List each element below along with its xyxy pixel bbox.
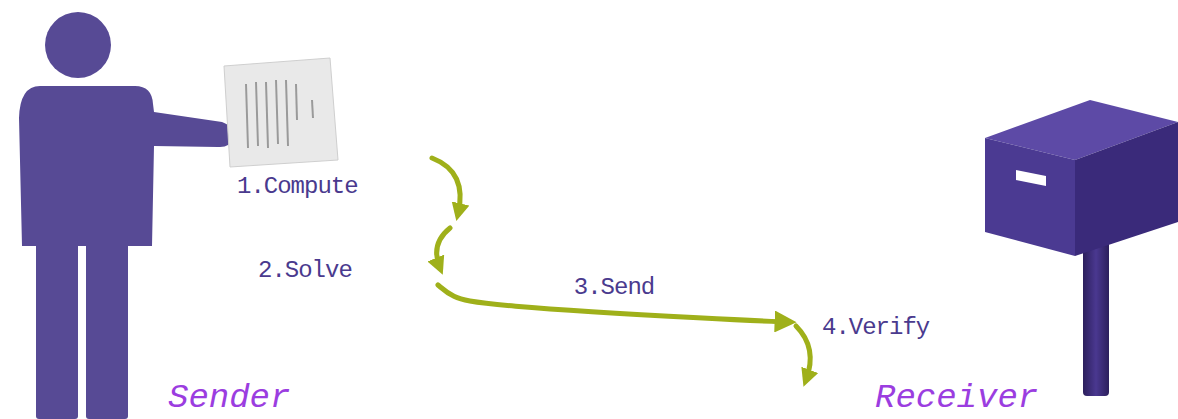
step-label: 4.Verify [822,316,929,340]
step-arrow [432,158,810,380]
step-label: 1.Compute [237,175,358,199]
paper-sheet [224,58,338,167]
step-label: 2.Solve [258,259,352,283]
mailbox [985,100,1178,396]
actor-name: Sender [168,381,290,415]
actor-name: Receiver [875,381,1038,415]
person-figure [19,12,232,419]
edge-label: 3.Send [574,276,654,300]
